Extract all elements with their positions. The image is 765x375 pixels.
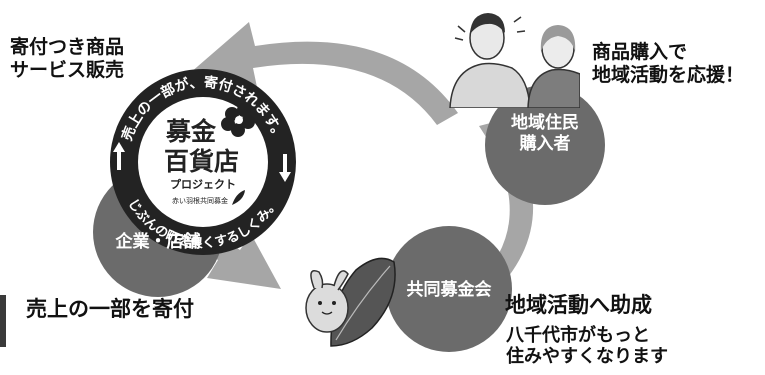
top-left-annotation: 寄付つき商品 サービス販売 [10, 36, 124, 82]
woman-hair [540, 25, 576, 52]
small-feather-icon [232, 190, 245, 205]
flower-icon [221, 103, 255, 137]
left-edge-mark [0, 295, 6, 347]
man-body [449, 62, 531, 108]
node-residents-circle [485, 85, 605, 205]
bottom-left-annotation: 売上の一部を寄付 [26, 297, 194, 321]
badge-left-arrow-icon [113, 142, 125, 170]
residents-line2: 購入者 [519, 134, 571, 154]
badge-title-line2: 百貨店 [164, 147, 239, 176]
badge-org: 赤い羽根共同募金 [172, 196, 228, 205]
residents-illustration [449, 13, 580, 108]
woman-body [527, 68, 580, 108]
man-hair [470, 13, 505, 34]
bottom-right-title: 地域活動へ助成 [505, 293, 652, 317]
feather-vein [335, 265, 391, 341]
bottom-right-line2: 住みやすくなります [506, 346, 668, 367]
arrow-left [160, 112, 281, 289]
badge-subtitle: プロジェクト [170, 177, 236, 191]
top-right-line1: 商品購入で [592, 41, 688, 63]
arrow-top [190, 22, 458, 125]
node-residents-label: 地域住民 購入者 [505, 113, 585, 155]
mascot-ears [310, 270, 349, 291]
node-business-label: 企業・店舗 [115, 232, 201, 252]
badge-right-arrow-icon [279, 154, 291, 182]
bottom-right-annotation: 八千代市がもっと 住みやすくなります [506, 325, 668, 367]
mascot-body [305, 283, 349, 333]
mascot-illustration [305, 257, 396, 347]
project-badge: 売上の一部が、寄付されます。 じぶんの町を良くするしくみ。 募金 百貨店 プロジ… [110, 69, 296, 255]
top-right-line2: 地域活動を応援！ [592, 64, 745, 86]
node-fund-circle [386, 226, 512, 352]
node-fund-label: 共同募金会 [406, 280, 492, 300]
top-right-annotation: 商品購入で 地域活動を応援！ [592, 41, 744, 87]
excite-marks [454, 16, 526, 41]
bottom-right-line1: 八千代市がもっと [506, 325, 650, 346]
badge-title-line1: 募金 [165, 117, 217, 146]
residents-line1: 地域住民 [511, 113, 579, 133]
top-left-line1: 寄付つき商品 [10, 36, 125, 58]
top-left-line2: サービス販売 [10, 59, 125, 81]
